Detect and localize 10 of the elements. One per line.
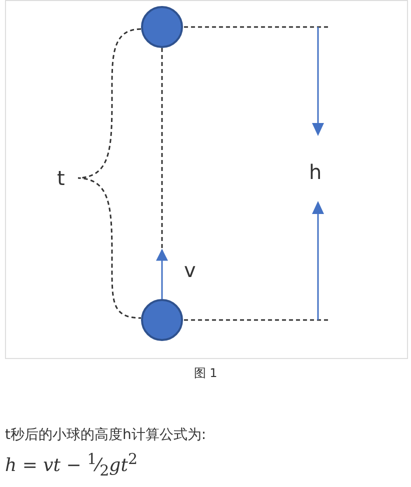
dashed-line xyxy=(161,48,163,248)
time-label: t xyxy=(57,166,65,190)
formula: h = vt − $^{1}$⁄$_{2}$gt$^{2}$ xyxy=(5,450,138,480)
height-label: h xyxy=(309,160,322,184)
velocity-label: v xyxy=(184,258,196,282)
figure-caption: 图 1 xyxy=(192,365,218,382)
ball xyxy=(141,6,183,48)
arrow xyxy=(156,248,168,299)
description-text: t秒后的小球的高度h计算公式为: xyxy=(5,426,206,444)
ball xyxy=(141,299,183,341)
